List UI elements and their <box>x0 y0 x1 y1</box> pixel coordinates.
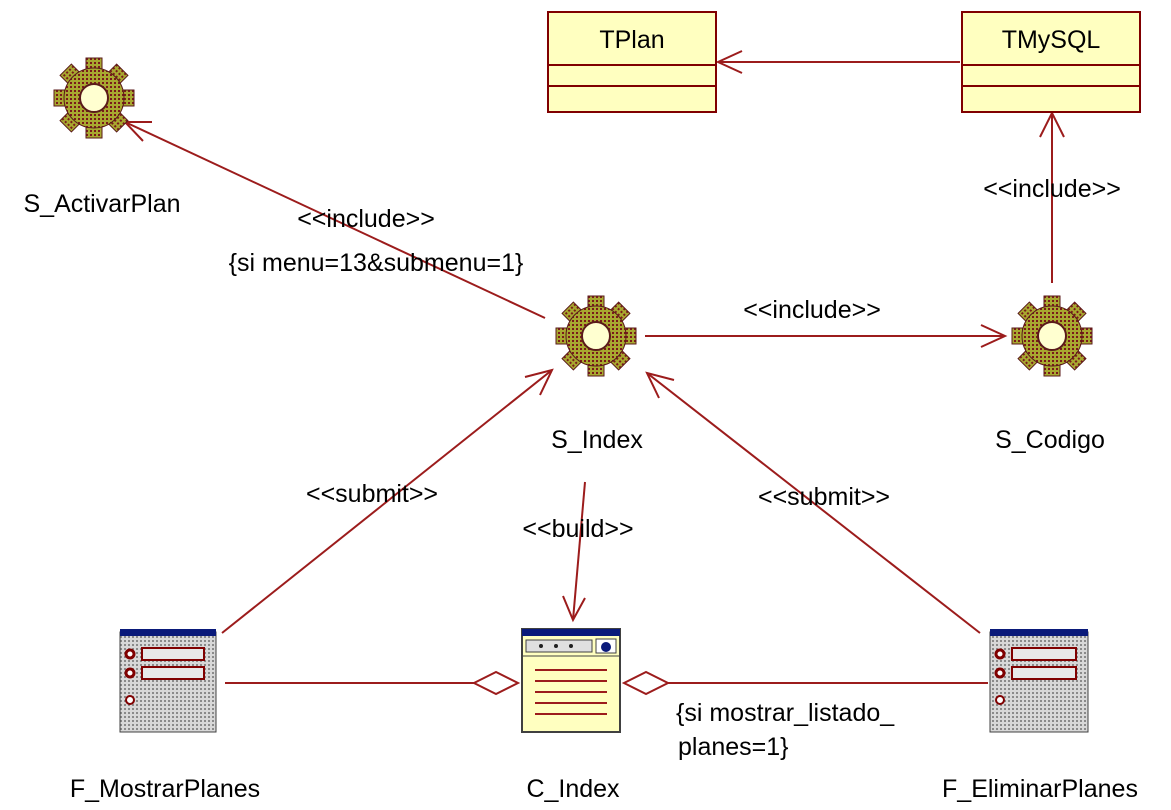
edge-cindex-fmostrar <box>225 670 521 696</box>
edge-scodigo-tmysql: <<include>> <box>983 110 1121 283</box>
class-name: TPlan <box>599 26 664 54</box>
edge-label-submit: <<submit>> <box>306 480 438 508</box>
edge-condition: planes=1} <box>678 733 789 761</box>
gear-icon <box>555 295 637 377</box>
node-label: F_EliminarPlanes <box>942 775 1138 803</box>
node-label: S_Codigo <box>995 426 1105 454</box>
gear-icon <box>1011 295 1093 377</box>
node-c-index[interactable]: C_Index <box>521 628 621 803</box>
node-label: S_ActivarPlan <box>23 190 180 218</box>
node-s-index[interactable]: S_Index <box>551 295 643 454</box>
form-icon <box>119 629 217 733</box>
class-tplan[interactable]: TPlan <box>547 11 717 113</box>
edge-sindex-sactivarplan: <<include>> {si menu=13&submenu=1} <box>122 121 546 319</box>
node-label: S_Index <box>551 426 643 454</box>
gear-icon <box>53 57 135 139</box>
edge-label-include: <<include>> <box>743 296 881 324</box>
edge-condition: {si mostrar_listado_ <box>676 699 895 727</box>
node-f-mostrarplanes[interactable]: F_MostrarPlanes <box>70 629 260 803</box>
class-tmysql[interactable]: TMySQL <box>961 11 1141 113</box>
edge-feliminar-sindex: <<submit>> <box>645 371 981 634</box>
node-s-codigo[interactable]: S_Codigo <box>995 295 1105 454</box>
edge-label-include: <<include>> <box>983 175 1121 203</box>
client-page-icon <box>521 628 621 733</box>
node-s-activarplan[interactable]: S_ActivarPlan <box>23 57 181 218</box>
edge-condition: {si menu=13&submenu=1} <box>229 249 524 277</box>
edge-label-build: <<build>> <box>522 515 633 543</box>
edge-label-submit: <<submit>> <box>758 483 890 511</box>
edge-cindex-feliminar: {si mostrar_listado_ planes=1} <box>621 670 988 761</box>
edge-tmysql-tplan <box>715 50 960 74</box>
node-label: F_MostrarPlanes <box>70 775 260 803</box>
edge-sindex-scodigo: <<include>> <box>645 296 1008 348</box>
class-name: TMySQL <box>1002 26 1101 54</box>
node-label: C_Index <box>526 775 620 803</box>
form-icon <box>989 629 1089 733</box>
edge-fmostrar-sindex: <<submit>> <box>221 368 554 634</box>
edge-sindex-cindex: <<build>> <box>522 481 634 623</box>
node-f-eliminarplanes[interactable]: F_EliminarPlanes <box>942 629 1138 803</box>
edge-label-include: <<include>> <box>297 205 435 233</box>
